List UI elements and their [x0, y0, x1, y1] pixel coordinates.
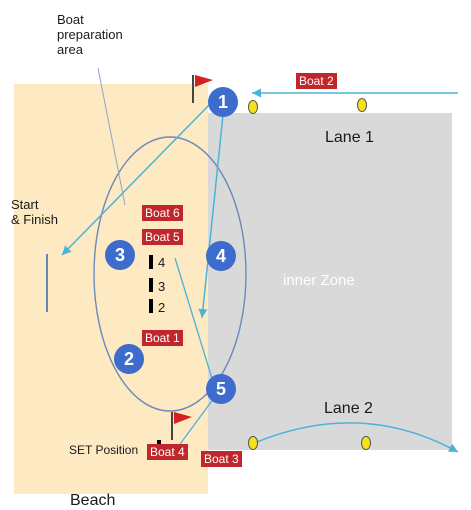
- callout-line: [97, 67, 126, 206]
- marker-1: 1: [208, 87, 238, 117]
- beach-label: Beach: [70, 492, 116, 509]
- marker-3: 3: [105, 240, 135, 270]
- boat-1-tag: Boat 1: [142, 330, 183, 346]
- arrow-to-start: [61, 100, 214, 256]
- inner-zone: [208, 113, 452, 450]
- lane1-label: Lane 1: [325, 129, 374, 146]
- start-finish-label: Start & Finish: [11, 197, 58, 227]
- position-4-label: 4: [158, 255, 166, 270]
- position-bar-2: [149, 299, 153, 313]
- buoy-lane1-b: [357, 98, 367, 112]
- position-2-label: 2: [158, 300, 166, 315]
- boat-5-tag: Boat 5: [142, 229, 183, 245]
- buoy-lane1-a: [248, 100, 258, 114]
- inner-zone-label: inner Zone: [283, 272, 355, 289]
- marker-2: 2: [114, 344, 144, 374]
- boat-prep-label: Boat preparation area: [57, 12, 123, 57]
- lane2-arrow: [251, 422, 459, 453]
- arrow-to-5: [174, 257, 215, 386]
- top-flag-icon: [195, 75, 213, 87]
- set-position-label: SET Position: [69, 443, 139, 457]
- marker-4: 4: [206, 241, 236, 271]
- position-bar-4: [149, 255, 153, 269]
- course-ellipse: [93, 136, 247, 412]
- position-3-label: 3: [158, 279, 166, 294]
- boat-4-tag: Boat 4: [147, 444, 188, 460]
- buoy-lane2-b: [361, 436, 371, 450]
- lane2-label: Lane 2: [324, 400, 373, 417]
- boat-6-tag: Boat 6: [142, 205, 183, 221]
- arrow-down: [198, 114, 224, 319]
- boat-2-tag: Boat 2: [296, 73, 337, 89]
- bottom-flag-icon: [174, 412, 192, 424]
- buoy-lane2-a: [248, 436, 258, 450]
- boat-3-tag: Boat 3: [201, 451, 242, 467]
- marker-5: 5: [206, 374, 236, 404]
- position-bar-3: [149, 278, 153, 292]
